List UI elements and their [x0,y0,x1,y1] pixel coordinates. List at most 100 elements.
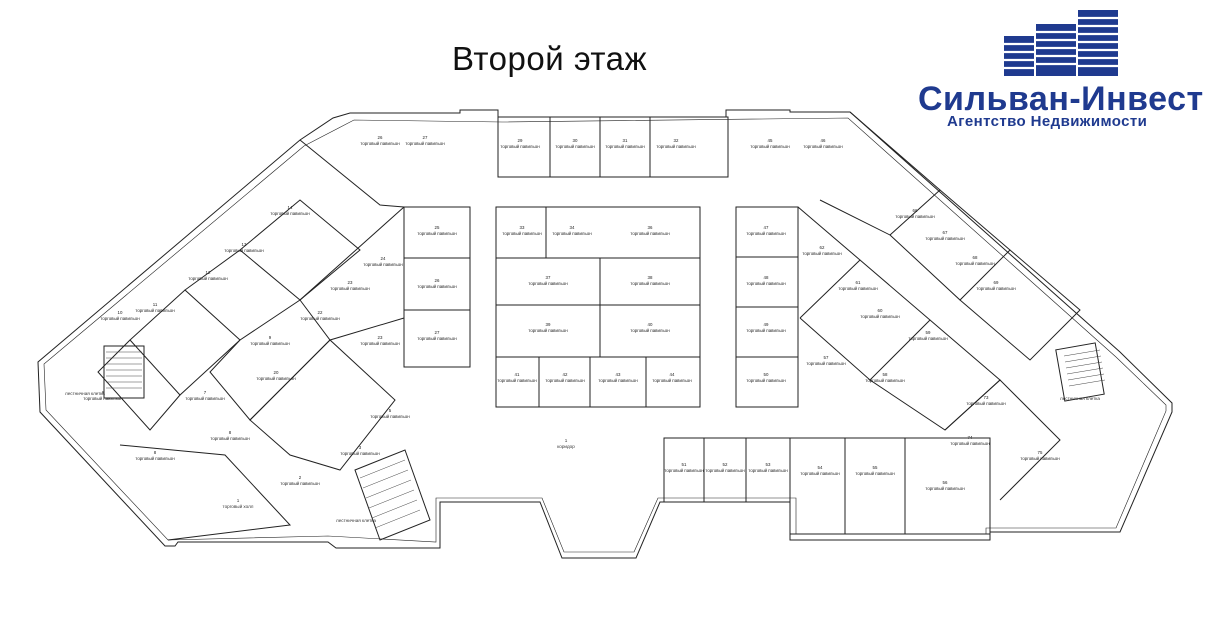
building-outline [37,109,1173,559]
room-label: торговый павильон [100,316,140,321]
room-label: торговый павильон [500,144,540,149]
brand-name: Сильван-Инвест [918,80,1204,118]
room-label: торговый павильон [855,471,895,476]
room-label: торговый павильон [210,436,250,441]
room-nr: 38 [648,275,653,280]
room-nr: 26 [435,278,440,283]
room-label: торговый павильон [630,281,670,286]
room-label: торговый павильон [966,401,1006,406]
brand-tagline: Агентство Недвижимости [947,113,1148,130]
room-label: торговый павильон [950,441,990,446]
room-label: торговый павильон [370,414,410,419]
block-upper-middle [497,116,729,178]
room-nr: 26 [378,135,383,140]
hall-nr: 1 [237,498,240,503]
room-label: торговый павильон [405,141,445,146]
hall-label: торговый холл [223,503,254,509]
room-label: торговый павильон [746,231,786,236]
room-nr: 13 [242,242,247,247]
room-nr: 60 [878,308,883,313]
stair-right-label: лестничная клетка [1060,396,1100,401]
room-label: торговый павильон [417,231,457,236]
room-nr: 66 [913,208,918,213]
room-nr: 23 [348,280,353,285]
room-label: торговый павильон [803,144,843,149]
room-nr: 6 [102,390,105,395]
room-nr: 24 [381,256,386,261]
room-nr: 31 [623,138,628,143]
room-label: торговый павильон [925,486,965,491]
room-nr: 22 [318,310,323,315]
room-nr: 52 [723,462,728,467]
room-nr: 40 [648,322,653,327]
room-nr: 44 [670,372,675,377]
room-label: торговый павильон [224,248,264,253]
room-nr: 45 [768,138,773,143]
stair-left-drawing [103,345,145,399]
room-label: торговый павильон [528,281,568,286]
room-nr: 75 [1038,450,1043,455]
room-nr: 67 [943,230,948,235]
room-label: торговый павильон [598,378,638,383]
building-outline-inner [43,117,1167,553]
room-nr: 23 [378,335,383,340]
room-label: торговый павильон [1020,456,1060,461]
brand-logo-graphic [1004,10,1118,76]
room-label: торговый павильон [256,376,296,381]
corridor-label: коридор [557,444,575,449]
room-label: торговый павильон [360,341,400,346]
room-nr: 39 [546,322,551,327]
room-label: торговый павильон [664,468,704,473]
room-nr: 5 [389,408,392,413]
room-label: торговый павильон [528,328,568,333]
room-nr: 30 [573,138,578,143]
room-nr: 36 [648,225,653,230]
room-label: торговый павильон [83,396,123,401]
room-label: торговый павильон [340,451,380,456]
room-label: торговый павильон [135,456,175,461]
room-nr: 46 [821,138,826,143]
stair-center-label: лестничная клетка [336,518,376,523]
room-label: торговый павильон [746,281,786,286]
room-label: торговый павильон [860,314,900,319]
room-nr: 29 [518,138,523,143]
room-nr: 9 [269,335,272,340]
room-label: торговый павильон [417,336,457,341]
room-nr: 7 [204,390,207,395]
room-nr: 61 [856,280,861,285]
room-nr: 69 [994,280,999,285]
room-label: торговый павильон [270,211,310,216]
room-nr: 14 [288,205,293,210]
room-label: торговый павильон [976,286,1016,291]
room-label: торговый павильон [908,336,948,341]
room-label: торговый павильон [652,378,692,383]
room-label: торговый павильон [363,262,403,267]
room-nr: 68 [973,255,978,260]
room-nr: 55 [873,465,878,470]
room-label: торговый павильон [746,378,786,383]
room-nr: 12 [206,270,211,275]
room-nr: 3 [359,445,362,450]
room-nr: 8 [154,450,157,455]
room-nr: 11 [153,302,158,307]
room-nr: 53 [766,462,771,467]
room-nr: 73 [984,395,989,400]
room-label: торговый павильон [865,378,905,383]
room-label: торговый павильон [630,231,670,236]
room-nr: 57 [824,355,829,360]
room-label: торговый павильон [955,261,995,266]
room-nr: 25 [435,225,440,230]
room-label: торговый павильон [806,361,846,366]
room-label: торговый павильон [925,236,965,241]
room-label: торговый павильон [630,328,670,333]
room-label: торговый павильон [746,328,786,333]
room-nr: 27 [423,135,428,140]
room-label: торговый павильон [800,471,840,476]
room-label: торговый павильон [605,144,645,149]
page-title: Второй этаж [452,40,648,77]
room-label: торговый павильон [705,468,745,473]
room-label: торговый павильон [802,251,842,256]
room-nr: 58 [883,372,888,377]
room-nr: 20 [274,370,279,375]
